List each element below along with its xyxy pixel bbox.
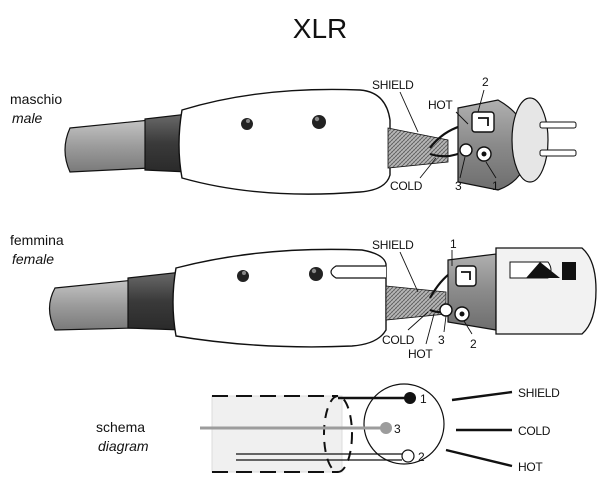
male-pin1-leader — [485, 161, 497, 179]
female-shield-label: SHIELD — [372, 238, 414, 252]
female-shield-leader — [399, 251, 419, 293]
schema-label-it: schema — [96, 419, 145, 435]
female-solder-cup-1-hole — [461, 271, 471, 280]
female-cold-leader — [407, 311, 429, 331]
male-cold-label: COLD — [390, 179, 423, 193]
male-pin1-label: 1 — [492, 179, 499, 193]
schema-pin-1 — [404, 392, 416, 404]
female-shield-braid — [385, 285, 447, 321]
schema-shield-out — [451, 390, 513, 402]
male-shield-braid — [387, 127, 449, 169]
female-pin2-leader — [463, 320, 473, 335]
schema-diagram: schema diagram 1 3 2 SHIELD COLD HOT — [96, 383, 560, 474]
male-pin-lower — [539, 149, 577, 157]
schema-cold-label: COLD — [518, 424, 551, 438]
male-connector: maschio male — [10, 75, 577, 195]
male-pin3-leader — [459, 156, 466, 179]
female-pin1-label: 1 — [450, 237, 457, 251]
female-solder-cup-1 — [455, 265, 477, 287]
female-connector: femmina female — [10, 232, 597, 361]
male-solder-cup-1-hole — [481, 151, 487, 157]
male-pin3-label: 3 — [455, 179, 462, 193]
male-hot-label: HOT — [428, 98, 453, 112]
schema-pin2-label: 2 — [418, 450, 425, 464]
male-pin2-label: 2 — [482, 75, 489, 89]
schema-label-en: diagram — [98, 438, 149, 454]
schema-hot-out — [445, 448, 513, 468]
schema-shield-end — [323, 395, 353, 473]
schema-pin-3 — [380, 422, 392, 434]
male-shield-leader — [399, 91, 419, 133]
diagram-title: XLR — [293, 13, 347, 44]
schema-shield-label: SHIELD — [518, 386, 560, 400]
male-cold-leader — [419, 157, 437, 179]
male-screw-right-highlight — [314, 116, 320, 122]
female-cable — [48, 279, 136, 331]
female-hot-label: HOT — [408, 347, 433, 361]
female-pin2-label: 2 — [470, 337, 477, 351]
male-pin2-leader — [477, 89, 485, 113]
male-hot-leader — [455, 111, 469, 125]
female-label-it: femmina — [10, 232, 64, 248]
schema-hot-label: HOT — [518, 460, 543, 474]
female-socket-left — [526, 262, 560, 278]
schema-connector-circle — [363, 383, 445, 465]
female-screw-right-highlight — [311, 268, 317, 274]
male-label-it: maschio — [10, 91, 62, 107]
male-front-ring — [511, 97, 549, 183]
female-body — [172, 248, 387, 348]
female-label-en: female — [12, 251, 54, 267]
female-pin3-label: 3 — [438, 333, 445, 347]
male-pin-upper — [539, 121, 577, 129]
male-cable — [64, 119, 151, 173]
female-front-insert — [495, 247, 597, 335]
male-solder-cup-3 — [459, 143, 473, 157]
male-solder-cup-2 — [471, 111, 495, 133]
female-latch-slot — [330, 265, 386, 279]
female-hot-leader — [425, 313, 435, 345]
female-cold-label: COLD — [382, 333, 415, 347]
schema-cable-ghost — [211, 395, 343, 473]
schema-pin-2 — [401, 449, 415, 463]
male-body — [178, 88, 391, 195]
male-solder-cup-2-hole — [478, 117, 489, 126]
female-solder-cup-2-hole — [459, 311, 465, 317]
female-socket-right — [562, 262, 576, 280]
schema-pin3-label: 3 — [394, 422, 401, 436]
male-shield-label: SHIELD — [372, 78, 414, 92]
male-screw-right — [312, 115, 326, 129]
male-label-en: male — [12, 110, 43, 126]
male-screw-left-highlight — [246, 119, 250, 123]
schema-pin1-label: 1 — [420, 392, 427, 406]
female-screw-left-highlight — [242, 271, 246, 275]
female-screw-right — [309, 267, 323, 281]
female-solder-cup-3 — [439, 303, 453, 317]
female-pin3-leader — [443, 315, 447, 333]
